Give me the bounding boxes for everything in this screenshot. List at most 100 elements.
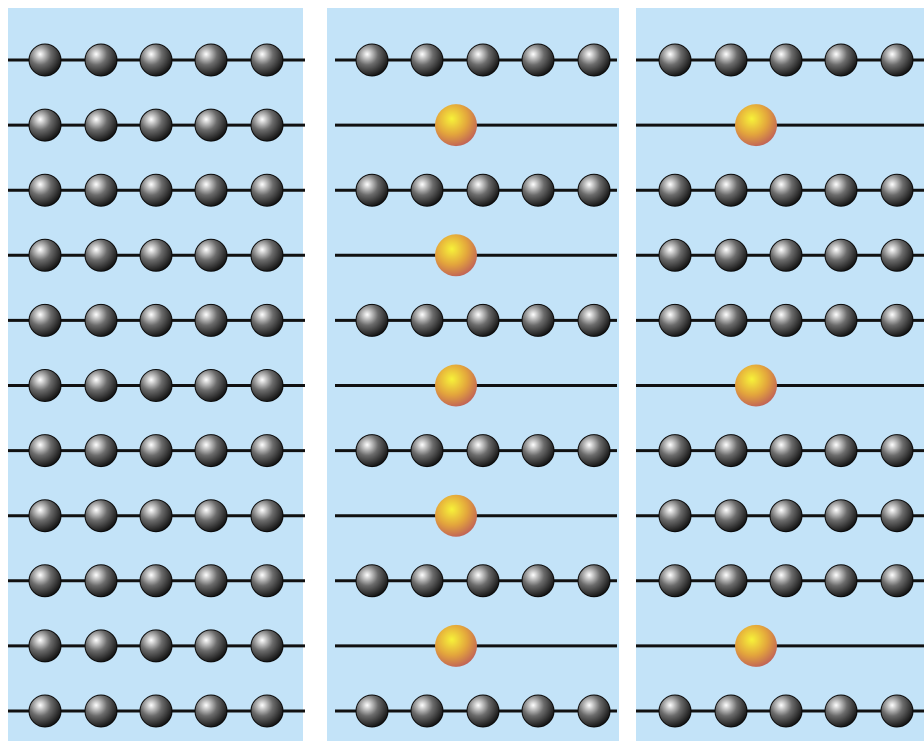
host-atom <box>521 173 555 207</box>
host-atom <box>466 43 500 77</box>
host-atom <box>139 434 173 468</box>
host-atom <box>824 43 858 77</box>
host-atom <box>250 43 284 77</box>
host-atom <box>250 694 284 728</box>
host-atom <box>84 173 118 207</box>
dopant-atom <box>735 624 777 667</box>
host-atom <box>250 629 284 663</box>
host-atom <box>769 564 803 598</box>
host-atom <box>250 303 284 337</box>
host-atom <box>714 434 748 468</box>
host-atom <box>194 108 228 142</box>
host-atom <box>355 564 389 598</box>
host-atom <box>824 434 858 468</box>
host-atom <box>769 434 803 468</box>
host-atom <box>466 303 500 337</box>
host-atom <box>577 434 611 468</box>
host-atom <box>466 434 500 468</box>
host-atom <box>521 434 555 468</box>
host-atom <box>355 173 389 207</box>
dopant-atom <box>435 234 477 277</box>
dopant-atom <box>435 624 477 667</box>
host-atom <box>355 303 389 337</box>
host-atom <box>880 238 914 272</box>
host-atom <box>714 43 748 77</box>
host-atom <box>84 629 118 663</box>
host-atom <box>577 303 611 337</box>
panel-doped-lattice-a <box>327 8 619 741</box>
host-atom <box>769 694 803 728</box>
host-atom <box>250 108 284 142</box>
host-atom <box>194 499 228 533</box>
host-atom <box>250 499 284 533</box>
host-atom <box>410 173 444 207</box>
host-atom <box>139 564 173 598</box>
host-atom <box>194 303 228 337</box>
host-atom <box>658 43 692 77</box>
host-atom <box>769 43 803 77</box>
host-atom <box>824 694 858 728</box>
host-atom <box>658 564 692 598</box>
host-atom <box>250 173 284 207</box>
host-atom <box>28 694 62 728</box>
host-atom <box>28 173 62 207</box>
host-atom <box>521 694 555 728</box>
host-atom <box>658 434 692 468</box>
host-atom <box>194 629 228 663</box>
host-atom <box>139 369 173 402</box>
host-atom <box>28 369 62 402</box>
host-atom <box>28 564 62 598</box>
host-atom <box>658 173 692 207</box>
host-atom <box>139 173 173 207</box>
host-atom <box>355 43 389 77</box>
host-atom <box>466 564 500 598</box>
host-atom <box>769 173 803 207</box>
host-atom <box>84 564 118 598</box>
dopant-atom <box>435 104 477 147</box>
host-atom <box>410 564 444 598</box>
host-atom <box>194 173 228 207</box>
host-atom <box>466 694 500 728</box>
host-atom <box>194 434 228 468</box>
host-atom <box>577 564 611 598</box>
host-atom <box>410 43 444 77</box>
host-atom <box>577 694 611 728</box>
host-atom <box>28 303 62 337</box>
host-atom <box>28 629 62 663</box>
host-atom <box>84 369 118 402</box>
host-atom <box>84 238 118 272</box>
host-atom <box>355 434 389 468</box>
host-atom <box>880 434 914 468</box>
host-atom <box>84 43 118 77</box>
host-atom <box>84 499 118 533</box>
host-atom <box>250 564 284 598</box>
host-atom <box>880 694 914 728</box>
host-atom <box>139 43 173 77</box>
host-atom <box>28 499 62 533</box>
host-atom <box>139 499 173 533</box>
host-atom <box>880 564 914 598</box>
host-atom <box>250 369 284 402</box>
host-atom <box>880 499 914 533</box>
host-atom <box>84 108 118 142</box>
panels-group <box>8 8 924 741</box>
host-atom <box>658 499 692 533</box>
panel-pure-lattice <box>8 8 305 741</box>
host-atom <box>521 303 555 337</box>
dopant-atom <box>735 364 777 407</box>
host-atom <box>194 369 228 402</box>
host-atom <box>714 303 748 337</box>
host-atom <box>84 434 118 468</box>
dopant-atom <box>735 104 777 147</box>
host-atom <box>714 564 748 598</box>
host-atom <box>769 303 803 337</box>
host-atom <box>769 238 803 272</box>
host-atom <box>521 564 555 598</box>
host-atom <box>824 238 858 272</box>
host-atom <box>714 238 748 272</box>
host-atom <box>250 434 284 468</box>
host-atom <box>658 694 692 728</box>
host-atom <box>194 694 228 728</box>
host-atom <box>658 303 692 337</box>
